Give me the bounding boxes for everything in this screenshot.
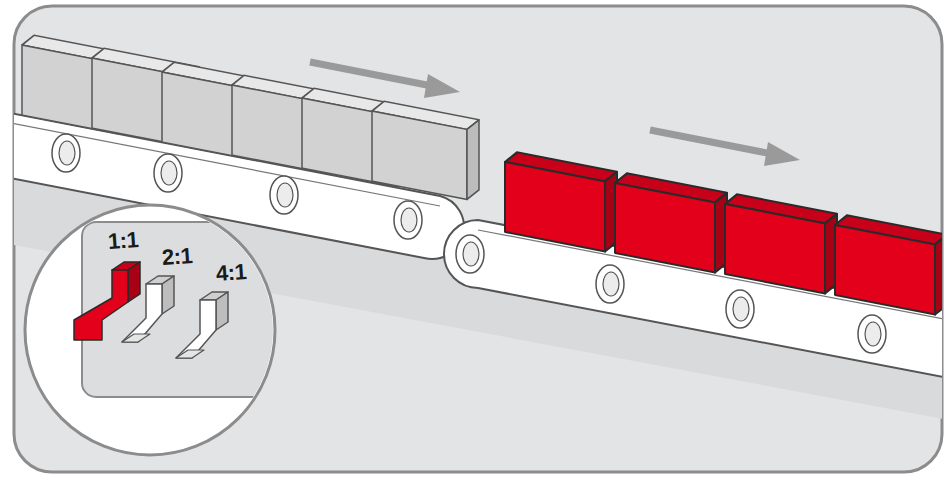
inset bbox=[74, 222, 282, 397]
lever-front bbox=[176, 300, 216, 358]
roller bbox=[52, 134, 80, 172]
red-box bbox=[615, 171, 727, 275]
roller bbox=[270, 176, 298, 214]
roller bbox=[726, 290, 754, 328]
arrow-head bbox=[424, 74, 460, 98]
red-box bbox=[505, 150, 617, 254]
motion-arrow bbox=[650, 130, 772, 154]
scene bbox=[14, 33, 942, 420]
motion-arrow bbox=[310, 62, 432, 86]
arrow-head bbox=[764, 142, 800, 166]
lever bbox=[176, 292, 228, 358]
ratio-label: 2:1 bbox=[161, 245, 193, 269]
roller bbox=[456, 235, 484, 273]
roller bbox=[394, 201, 422, 239]
frame bbox=[14, 6, 942, 472]
lever-side bbox=[128, 262, 140, 302]
red-box bbox=[835, 213, 942, 317]
lever-side bbox=[216, 292, 228, 330]
ratio-label: 1:1 bbox=[107, 229, 139, 253]
roller bbox=[154, 154, 182, 192]
lever-front bbox=[74, 270, 128, 340]
grey-box bbox=[372, 99, 479, 202]
ratio-label: 4:1 bbox=[215, 261, 247, 285]
lever-foot bbox=[122, 334, 150, 342]
roller bbox=[858, 315, 886, 353]
lever-foot bbox=[176, 350, 204, 358]
lever-side bbox=[162, 276, 174, 314]
roller bbox=[596, 265, 624, 303]
red-box bbox=[725, 192, 837, 296]
lever-selected bbox=[74, 262, 140, 340]
